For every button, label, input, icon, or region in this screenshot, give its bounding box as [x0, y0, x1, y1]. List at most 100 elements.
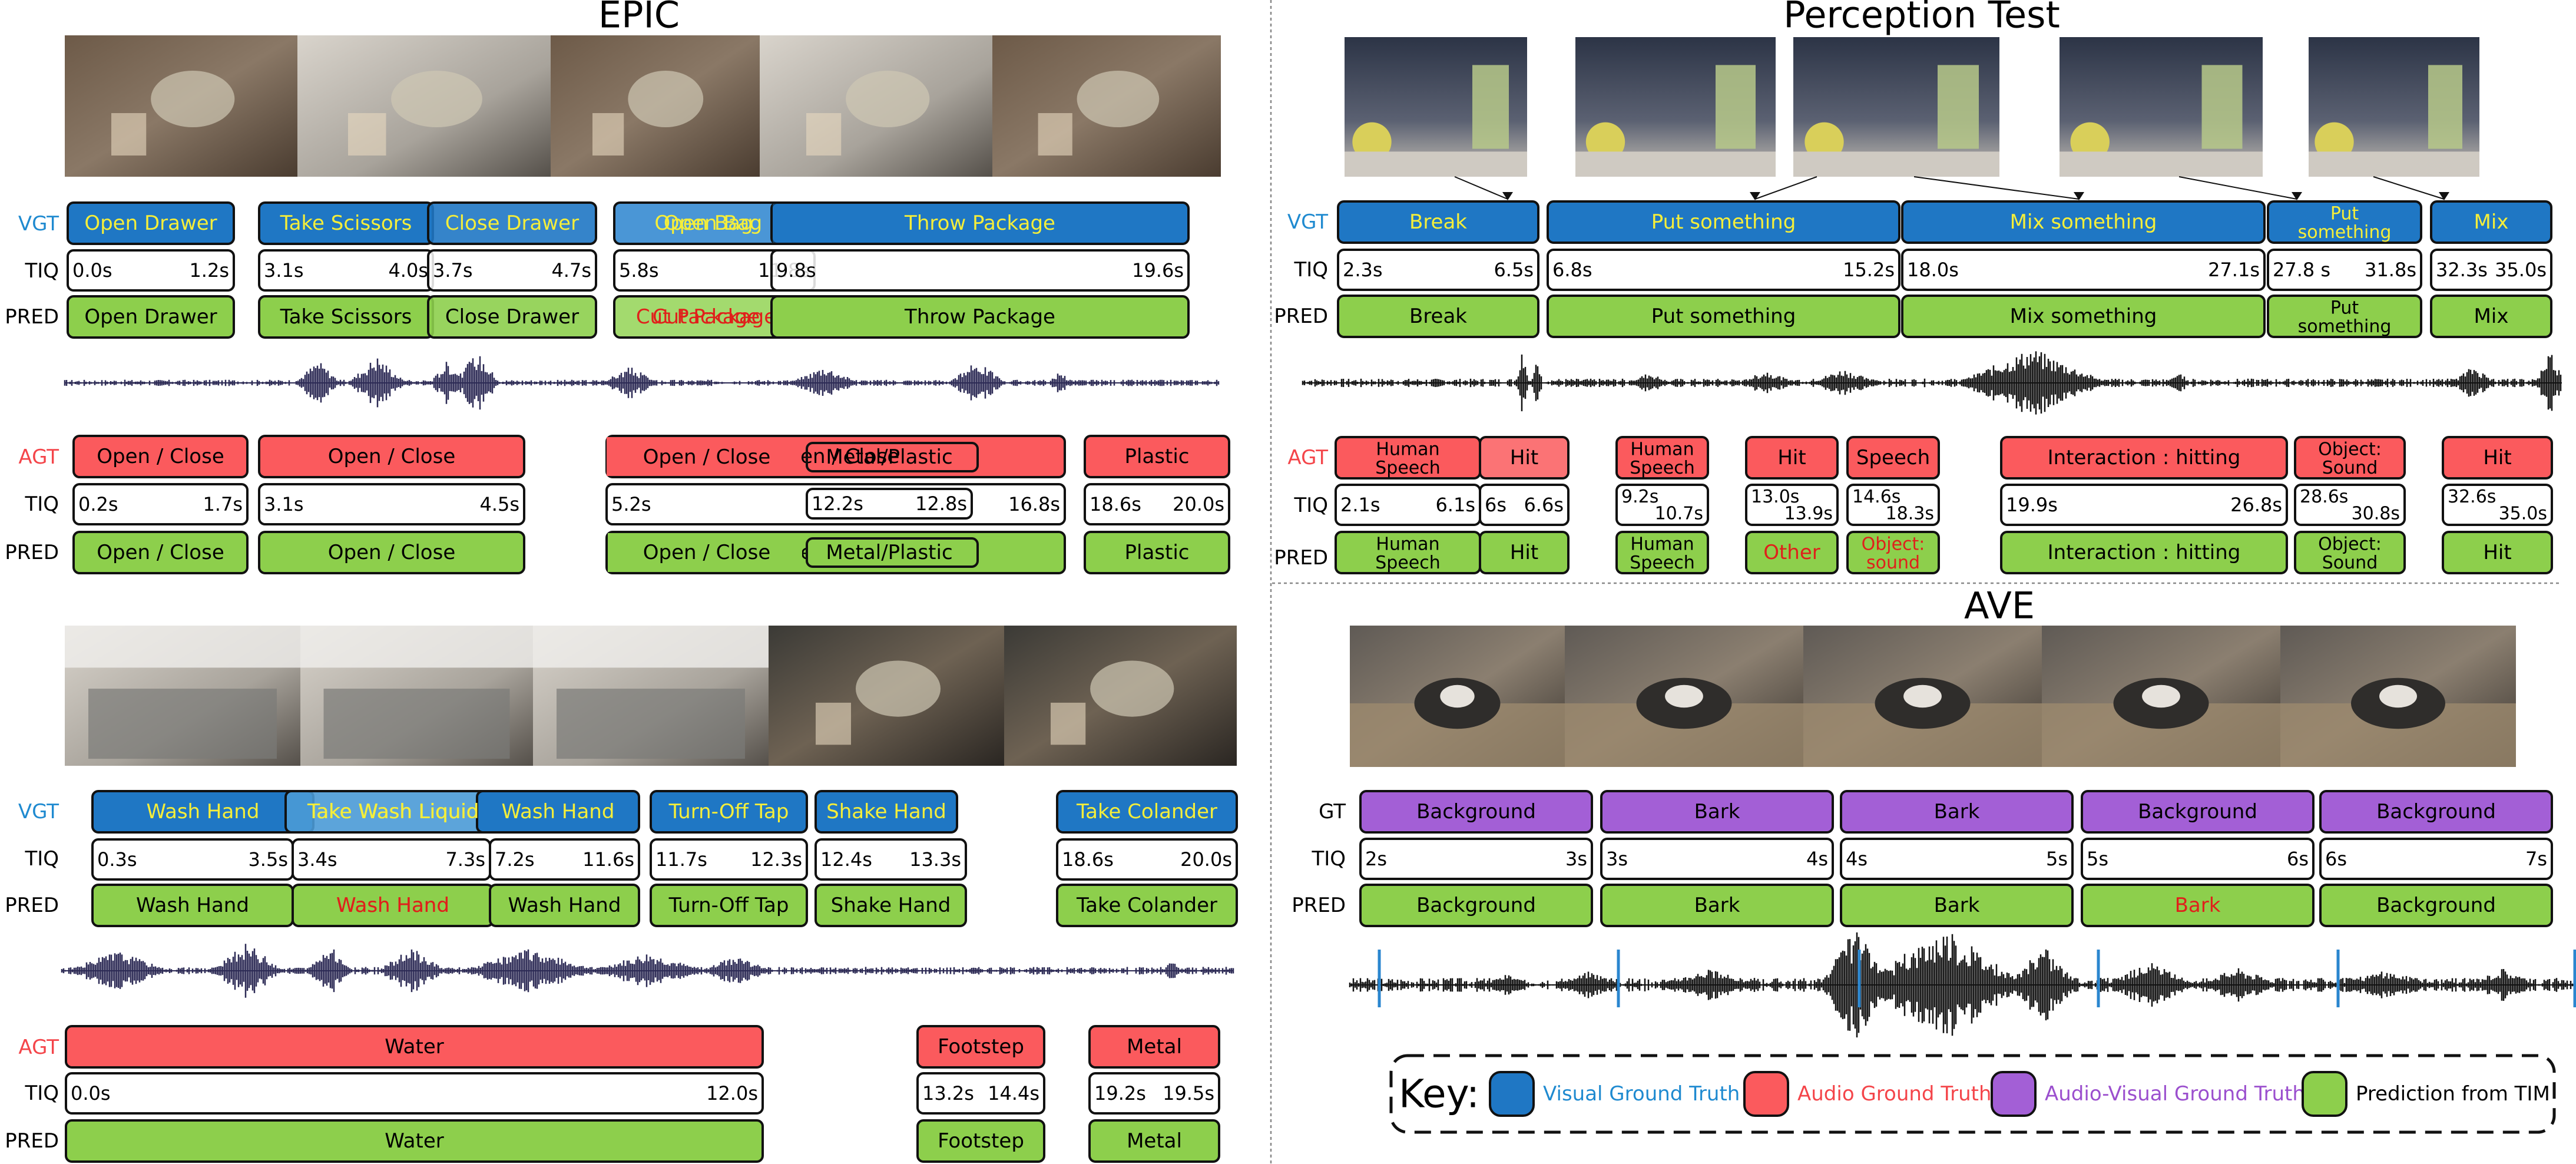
epic1-apred-plastic-label: Plastic	[1125, 541, 1190, 564]
ave-frame-5	[2280, 626, 2516, 767]
epic2-tiq-4-end: 12.3s	[750, 848, 802, 871]
epic1-tiq-3-end: 4.7s	[551, 259, 591, 282]
epic2-tiq-row-label: TIQ	[24, 847, 59, 871]
epic2-tiq-2-end: 7.3s	[445, 848, 485, 871]
perception-agt-object-sound	[2294, 436, 2406, 480]
perception-agt-object-sound-label: Object:Sound	[2318, 439, 2382, 479]
epic2-vgt-shake-hand-label: Shake Hand	[826, 800, 946, 824]
epic2-agt-footstep-label: Footstep	[938, 1035, 1024, 1059]
epic1-pred-open-drawer	[67, 295, 235, 339]
epic2-vgt-take-colander	[1056, 790, 1238, 834]
epic1-agt-open-close-1	[72, 435, 249, 478]
ave-tiq-5-start: 6s	[2325, 848, 2347, 870]
perception-vgt-put-something-label: Put something	[1651, 210, 1796, 234]
epic1-apred-open-close-3-label: Open / Close	[643, 541, 771, 564]
perception-atiq-4-end: 13.9s	[1784, 503, 1833, 524]
epic2-atiq-1-start: 0.0s	[71, 1082, 111, 1105]
epic2-pred-take-colander	[1056, 884, 1238, 927]
legend-prediction-label: Prediction from TIM	[2356, 1082, 2550, 1106]
legend-prediction-swatch	[2302, 1071, 2347, 1117]
perception-apred-hit-1-label: Hit	[1510, 541, 1538, 564]
epic2-frame-2	[300, 626, 533, 766]
perception-apred-other	[1745, 531, 1839, 574]
epic1-atiq-1-start: 0.2s	[78, 493, 118, 515]
ave-frame-4	[2042, 626, 2280, 767]
epic2-vgt-wash-hand-2	[476, 790, 640, 834]
perception-atiq-6-end: 26.8s	[2230, 494, 2282, 516]
perception-arrow-2	[1754, 176, 1817, 200]
epic1-pred-close-drawer-label: Close Drawer	[445, 305, 579, 329]
perception-apred-row-label: PRED	[1274, 546, 1328, 570]
ave-tiq-2	[1600, 838, 1834, 880]
epic1-agt-metal-plastic-label: Metal/Plastic	[826, 445, 952, 469]
perception-atiq-5-start: 14.6s	[1852, 487, 1900, 507]
ave-tiq-3-end: 5s	[2046, 848, 2068, 870]
perception-tiq-5	[2430, 249, 2552, 291]
epic1-atiq-4-start: 12.2s	[812, 492, 863, 515]
perception-apred-hit-3	[2442, 531, 2553, 574]
perception-pred-mix	[2430, 295, 2552, 338]
epic1-tiq-5	[770, 249, 1190, 292]
perception-atiq-6	[2000, 484, 2288, 526]
ave-pred-2-label: Bark	[1694, 894, 1740, 917]
epic1-audio-waveform	[64, 356, 1220, 410]
epic2-apred-footstep	[916, 1119, 1045, 1163]
perception-pred-put-something-label: Put something	[1651, 305, 1796, 328]
epic2-agt-metal-label: Metal	[1127, 1035, 1182, 1059]
epic2-pred-turn-off-tap-label: Turn-Off Tap	[668, 894, 789, 917]
epic2-frame-5	[1004, 626, 1237, 766]
perception-vgt-mix	[2430, 200, 2552, 244]
ave-tiq-5	[2319, 838, 2553, 880]
epic2-atiq-2	[916, 1072, 1045, 1115]
perception-agt-hit-1-label: Hit	[1510, 446, 1538, 469]
perception-atiq-8-start: 32.6s	[2448, 487, 2496, 507]
perception-agt-human-speech-2	[1615, 436, 1709, 480]
epic1-pred-throw-package-label: Throw Package	[904, 305, 1055, 329]
epic1-agt-open-close-2-label: Open / Close	[328, 445, 456, 468]
epic2-tiq-1-end: 3.5s	[248, 848, 288, 871]
perception-tiq-3	[1901, 249, 2266, 291]
epic2-vgt-take-colander-label: Take Colander	[1076, 800, 1217, 824]
epic2-agt-metal	[1088, 1025, 1220, 1069]
epic1-tiq-1	[67, 249, 235, 292]
perception-arrow-3	[1913, 176, 2080, 200]
perception-arrow-4	[2178, 176, 2297, 200]
perception-atiq-2-end: 6.6s	[1524, 494, 1564, 516]
ave-pred-5	[2319, 884, 2553, 927]
perception-agt-hit-1	[1479, 436, 1570, 480]
ave-tiq-2-end: 4s	[1806, 848, 1828, 870]
perception-tiq-4-start: 27.8 s	[2273, 259, 2330, 281]
perception-agt-hit-2	[1745, 436, 1839, 480]
epic1-atiq-1	[72, 483, 249, 525]
epic2-apred-water	[65, 1119, 764, 1163]
epic2-atiq-3	[1088, 1072, 1220, 1115]
epic1-frame-5	[992, 35, 1221, 177]
ave-gt-5-label: Background	[2376, 800, 2496, 824]
perception-atiq-3	[1615, 484, 1709, 526]
ave-tiq-1-start: 2s	[1365, 848, 1387, 870]
epic1-tiq-4-start: 5.8s	[619, 259, 659, 282]
epic1-tiq-3-start: 3.7s	[433, 259, 473, 282]
perception-tiq-2-start: 6.8s	[1552, 259, 1592, 281]
perception-frame-3	[1793, 37, 1999, 177]
epic1-tiq-1-start: 0.0s	[72, 259, 112, 282]
epic1-atiq-2	[258, 483, 525, 525]
legend-visual-swatch	[1489, 1071, 1535, 1117]
perception-atiq-row-label: TIQ	[1293, 494, 1328, 517]
perception-apred-human-speech-2	[1615, 531, 1709, 574]
epic1-atiq-4-end: 12.8s	[915, 492, 967, 515]
epic1-vgt-open-drawer-label: Open Drawer	[84, 211, 217, 235]
perception-atiq-3-end: 10.7s	[1655, 503, 1703, 524]
epic1-apred-mask	[608, 533, 802, 572]
perception-agt-speech-label: Speech	[1856, 446, 1930, 469]
epic2-pred-row-label: PRED	[5, 894, 59, 917]
perception-arrowhead-1	[1502, 192, 1513, 200]
epic2-agt-row-label: AGT	[18, 1036, 59, 1059]
epic2-pred-shake-hand-label: Shake Hand	[831, 894, 951, 917]
ave-pred-5-label: Background	[2376, 894, 2496, 917]
epic1-atiq-3-end: 16.8s	[1008, 493, 1060, 515]
perception-apred-object-sound-label: Object:Sound	[2318, 534, 2382, 574]
